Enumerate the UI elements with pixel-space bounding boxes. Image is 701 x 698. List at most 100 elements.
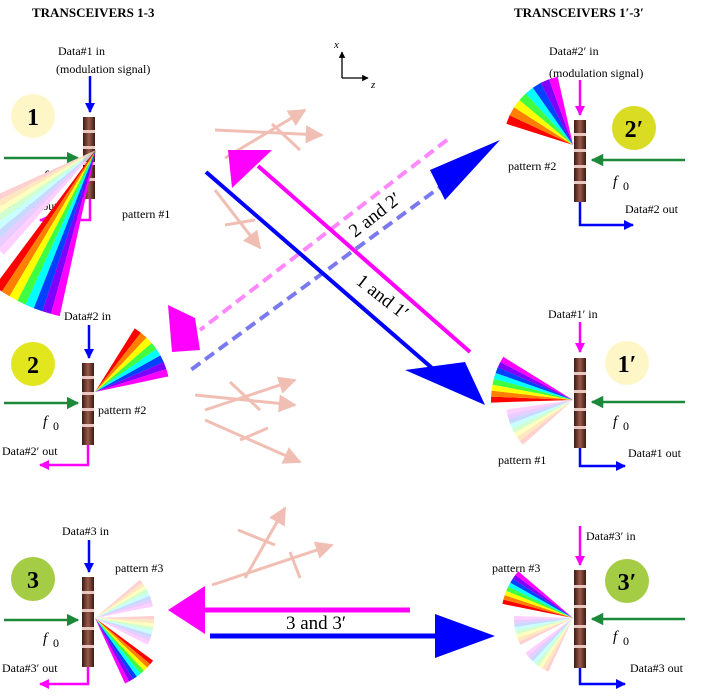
pattern-lobe-segment [95,618,133,682]
pattern-lobe-segment [519,93,573,145]
pattern-lobe-segment [514,615,573,620]
pattern-lobe-segment [95,602,153,618]
dashed-blue-arrowhead [430,140,500,200]
pattern-lobe-segment [95,618,150,645]
pattern-lobe-segment [503,595,573,618]
transceiver-badge [11,94,55,138]
data-out-label: Data#2 out [625,202,679,216]
pattern-lobe-segment [95,618,144,674]
pattern-lobe-segment [95,337,152,392]
pattern-lobe-segment [491,396,573,403]
pattern-lobe-segment [95,599,153,618]
axes-icon: x z [333,39,376,91]
pattern-lobe-segment [545,618,573,672]
radiation-pattern [491,356,573,445]
pattern-lobe-segment [95,618,154,665]
radiation-pattern [506,76,573,145]
transceiver-1: 1 Data#1 in (modulation signal) f 0 Data… [0,44,170,317]
pattern-lobe-segment [525,618,573,656]
pattern-lobe-segment [540,79,573,145]
pattern-lobe-segment [507,400,573,420]
transceiver-1-prime: 1′ Data#1′ in f 0 Data#1 out pattern #1 [491,307,685,471]
pattern-lobe-segment [516,400,573,441]
svg-text:f: f [43,414,49,430]
transceiver-number: 1 [27,105,39,131]
beam-blue-1-arrowhead [405,362,485,405]
pattern-lobe-segment [95,618,137,680]
transceiver-number: 3′ [618,570,637,596]
pattern-lobe-segment [495,367,573,400]
svg-text:f: f [43,631,49,647]
pattern-lobe-segment [510,578,573,618]
pattern-lobe-segment [497,362,573,400]
transceiver-badge [11,342,55,386]
pattern-lobe-segment [514,618,573,631]
pattern-lobe-segment [0,150,96,292]
pattern-lobe-segment [0,150,96,249]
pattern-lobe-segment [509,107,573,145]
pattern-lobe-segment [95,582,145,618]
pattern-lobe-segment [535,618,573,667]
pattern-lobe-segment [95,328,141,392]
transceiver-badge [11,557,55,601]
dashed-magenta-beam [198,138,449,332]
scattered-beams [194,108,334,587]
transceiver-3-prime: 3′ Data#3′ in f 0 Data#3 out pattern #3 [492,526,685,689]
pattern-lobe-segment [42,150,96,314]
beam-magenta-3-arrowhead [168,586,205,634]
pattern-label: pattern #3 [492,561,540,575]
transceiver-badge [612,106,656,150]
pattern-lobe-segment [516,618,573,638]
pattern-lobe-segment [532,618,573,664]
pattern-lobe-segment [510,400,573,429]
pattern-lobe-segment [95,618,141,677]
transceiver-2-prime: 2′ Data#2′ in (modulation signal) f 0 Da… [506,44,685,230]
pattern-lobe-segment [95,579,143,618]
data-in-label: Data#2 in [64,309,111,323]
data-out-label: Data#3 out [630,661,684,675]
pattern-lobe-segment [1,150,96,297]
dashed-magenta-arrowhead [168,305,200,352]
pattern-lobe-segment [532,82,573,145]
pattern-lobe-segment [504,590,573,618]
pattern-label: pattern #2 [98,403,146,417]
data-in-label: Data#2′ in [549,44,599,58]
data-in-label: Data#1 in [58,44,105,58]
radiation-pattern [502,571,573,672]
pattern-lobe-segment [0,150,96,239]
dashed-blue-beam [186,180,449,374]
beam-blue-1 [204,170,442,377]
transceiver-number: 3 [27,568,39,594]
pattern-lobe-segment [514,618,573,628]
transceiver-2: 2 Data#2 in f 0 Data#2′ out pattern #2 [2,309,169,470]
pattern-lobe-segment [514,400,573,437]
pattern-label: pattern #1 [122,207,170,221]
pattern-lobe-segment [508,400,573,424]
data-out-label: Data#2′ out [2,444,58,458]
pattern-lobe-segment [512,574,573,618]
svg-text:0: 0 [623,419,629,433]
pattern-lobe-segment [512,400,573,433]
antenna-element [82,577,94,667]
pattern-lobe-segment [33,150,96,312]
pattern-lobe-segment [0,150,96,255]
pattern-lobe-segment [95,592,150,618]
pattern-lobe-segment [515,571,573,618]
pattern-lobe-segment [95,618,151,642]
pattern-lobe-segment [549,76,573,145]
pattern-lobe-segment [0,150,96,221]
pattern-lobe-segment [514,100,573,145]
pattern-lobe-segment [506,400,573,415]
svg-text:0: 0 [53,636,59,650]
data-in-note: (modulation signal) [56,62,150,76]
pattern-lobe-segment [491,390,573,400]
pattern-lobe-segment [517,618,573,642]
pattern-lobe-segment [518,618,573,645]
pattern-label: pattern #2 [508,159,556,173]
pattern-lobe-segment [508,582,573,618]
transceiver-number: 1′ [618,352,637,378]
pattern-lobe-segment [95,618,152,638]
pattern-lobe-segment [95,618,130,684]
pattern-lobe-segment [541,618,573,670]
pattern-lobe-segment [95,595,151,618]
